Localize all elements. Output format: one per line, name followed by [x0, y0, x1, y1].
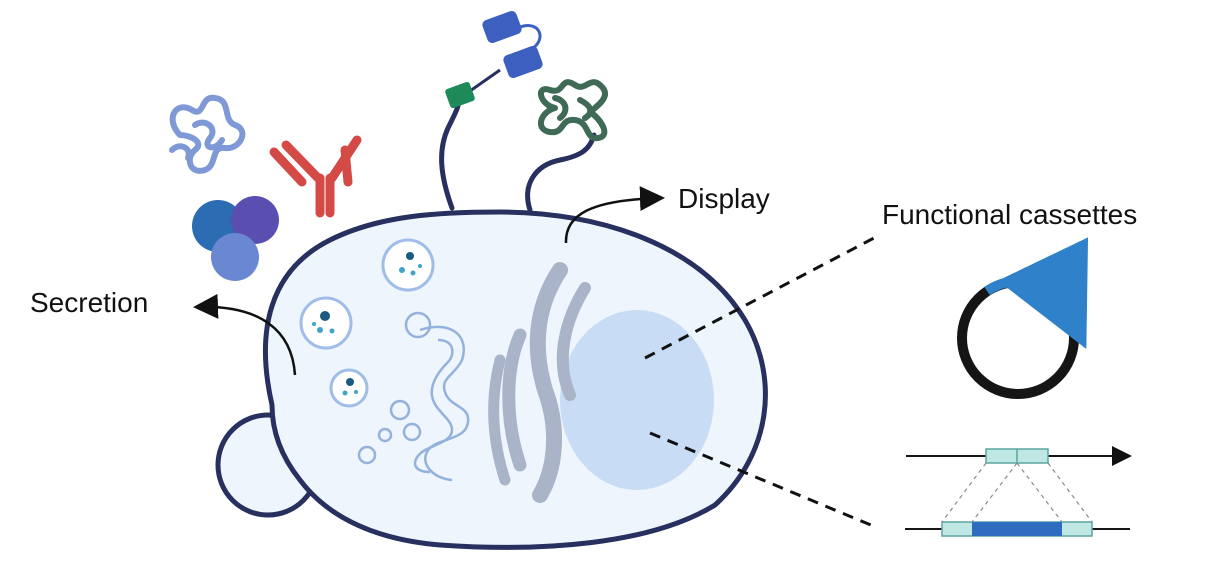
secretory-vesicles	[299, 238, 435, 408]
endoplasmic-reticulum	[357, 311, 470, 482]
vesicle-top	[381, 238, 435, 292]
secretion-label: Secretion	[30, 287, 148, 318]
display-label: Display	[678, 183, 770, 214]
cassette-leader-lower	[649, 431, 879, 530]
golgi-apparatus	[488, 262, 591, 503]
genomic-integration-icon	[905, 446, 1132, 537]
secreted-protein-icon	[169, 94, 246, 174]
plasmid-icon	[957, 237, 1088, 399]
nucleus	[560, 310, 714, 490]
antibody-icon	[269, 135, 362, 218]
cassette-leader-upper	[644, 236, 875, 360]
scfv-display-icon	[445, 10, 543, 108]
vesicle-middle	[299, 296, 353, 350]
vesicle-bottom	[329, 368, 369, 408]
multimeric-protein-icon	[192, 196, 279, 281]
display-arrow	[564, 186, 665, 244]
display-stalk-right	[525, 132, 597, 213]
functional-cassettes-label: Functional cassettes	[882, 199, 1137, 230]
secretion-arrow	[193, 293, 297, 376]
display-stalk-left	[439, 97, 461, 211]
display-protein-icon	[538, 79, 608, 142]
